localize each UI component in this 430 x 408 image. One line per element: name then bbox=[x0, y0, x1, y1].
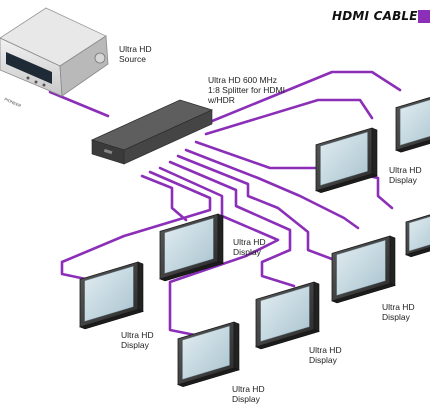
ultra-hd-display bbox=[331, 235, 396, 304]
display-bottom bbox=[405, 247, 430, 258]
display-side bbox=[137, 261, 144, 313]
ultra-hd-display bbox=[255, 281, 320, 350]
displays bbox=[79, 96, 430, 388]
display-screen bbox=[164, 217, 214, 274]
display-label-3: Ultra HD Display bbox=[382, 302, 415, 322]
cable-to-display-1 bbox=[198, 70, 402, 128]
ultra-hd-source-device: PIONEER bbox=[0, 7, 109, 108]
source-brand: PIONEER bbox=[4, 96, 23, 108]
cable-to-display-b bbox=[140, 174, 188, 222]
splitter-side bbox=[123, 109, 213, 165]
display-label-6: Ultra HD Display bbox=[232, 384, 265, 404]
display-screen bbox=[320, 131, 368, 186]
hdmi-splitter-device bbox=[90, 99, 214, 165]
ultra-hd-display bbox=[177, 321, 240, 388]
source-side bbox=[59, 35, 109, 97]
cable-to-display-5 bbox=[176, 154, 342, 264]
ultra-hd-display bbox=[405, 214, 430, 258]
display-screen bbox=[399, 99, 430, 146]
cable-to-display-7 bbox=[158, 166, 280, 338]
source-label: Ultra HD Source bbox=[119, 44, 152, 64]
display-label-4: Ultra HD Display bbox=[121, 330, 154, 350]
display-side bbox=[217, 213, 224, 265]
source-button bbox=[26, 76, 30, 80]
source-display-window bbox=[6, 52, 52, 84]
source-button bbox=[34, 80, 38, 84]
display-screen bbox=[336, 239, 386, 296]
display-screen bbox=[84, 265, 134, 322]
display-label-1: Ultra HD Display bbox=[389, 165, 422, 185]
hdmi-cables bbox=[48, 70, 402, 338]
display-side bbox=[233, 321, 240, 371]
hdmi-cable-color-swatch bbox=[418, 10, 430, 23]
cable-source-to-splitter bbox=[48, 90, 110, 118]
ultra-hd-display bbox=[395, 96, 430, 153]
display-screen bbox=[408, 216, 430, 252]
source-button bbox=[42, 83, 46, 87]
cable-to-display-8 bbox=[60, 170, 212, 284]
display-side bbox=[371, 127, 378, 177]
display-bottom bbox=[395, 139, 430, 153]
display-label-5: Ultra HD Display bbox=[309, 345, 342, 365]
cable-to-display-4 bbox=[184, 148, 360, 230]
ultra-hd-display bbox=[315, 127, 378, 194]
display-label-2: Ultra HD Display bbox=[233, 237, 266, 257]
splitter-label: Ultra HD 600 MHz 1:8 Splitter for HDMI w… bbox=[208, 75, 285, 105]
source-volume-knob bbox=[94, 52, 106, 64]
cable-to-display-6 bbox=[168, 160, 296, 288]
ultra-hd-display bbox=[79, 261, 144, 330]
cable-to-display-2 bbox=[204, 98, 374, 136]
display-screen bbox=[182, 325, 230, 380]
display-side bbox=[313, 281, 320, 333]
ultra-hd-display bbox=[159, 213, 224, 282]
display-side bbox=[389, 235, 396, 287]
display-screen bbox=[260, 285, 310, 342]
splitter-logo bbox=[103, 148, 113, 155]
legend-title: HDMI CABLE bbox=[332, 9, 418, 23]
